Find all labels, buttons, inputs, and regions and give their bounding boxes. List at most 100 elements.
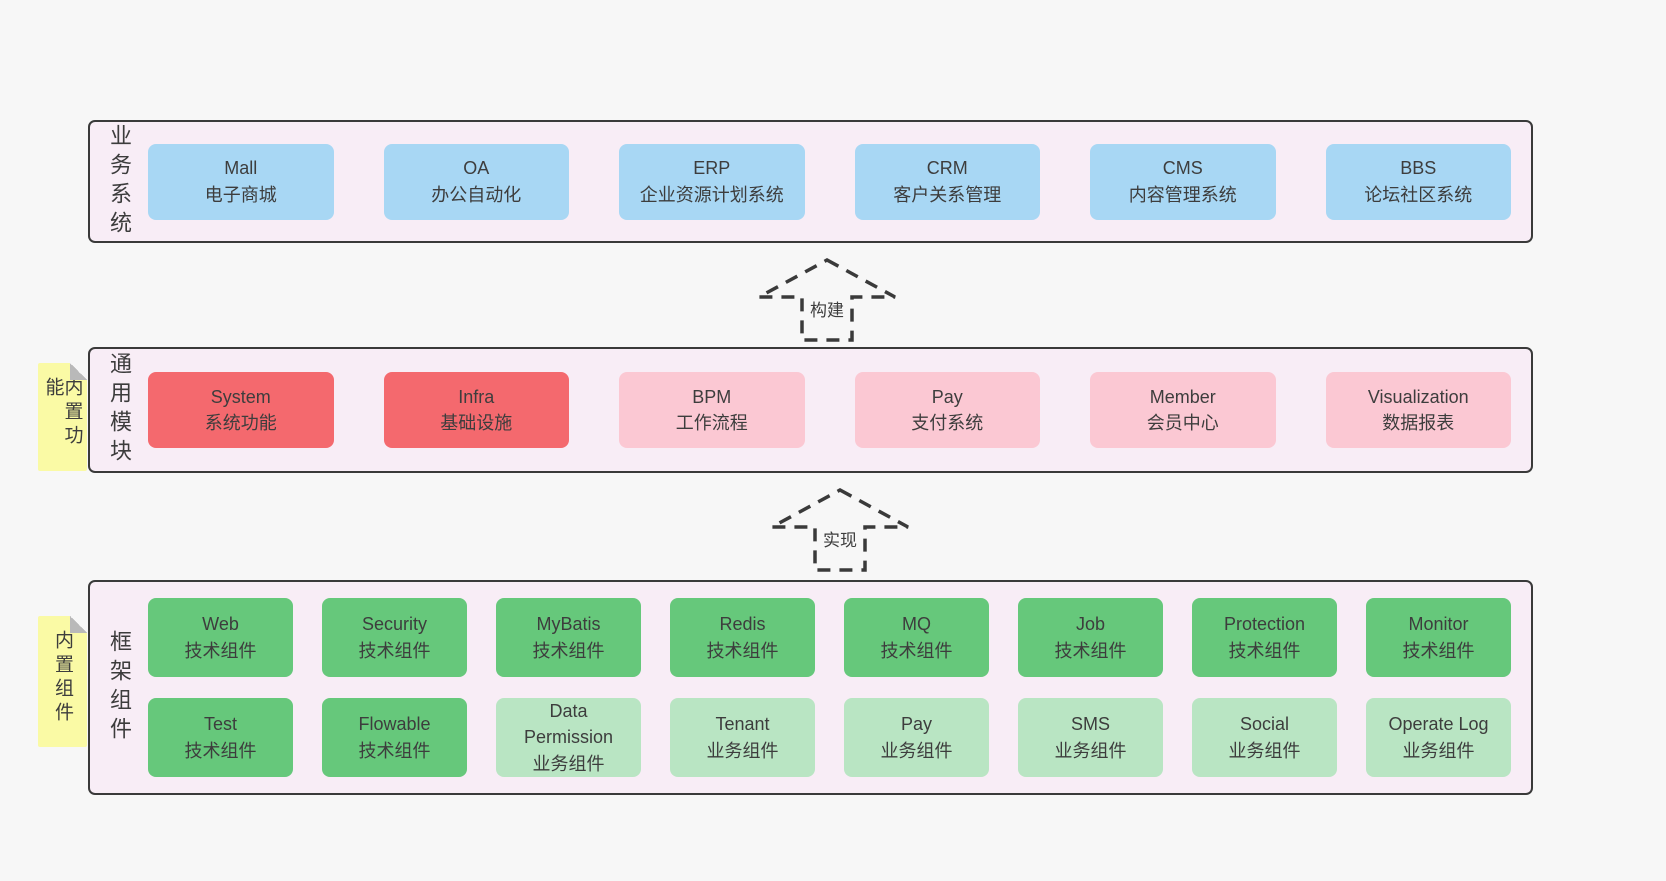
box-social-desc: 业务组件	[1228, 740, 1301, 761]
framework-row-2: Test 技术组件 Flowable 技术组件 Data Permission …	[148, 698, 1511, 777]
box-job: Job 技术组件	[1018, 598, 1163, 677]
box-pay-name: Pay	[931, 386, 963, 407]
layer-business-systems: 业务系统 Mall 电子商城 OA 办公自动化 ERP 企业资源计划系统 CRM…	[88, 120, 1533, 243]
box-security-desc: 技术组件	[358, 640, 431, 661]
box-flowable-desc: 技术组件	[358, 740, 431, 761]
box-security-name: Security	[361, 614, 428, 635]
box-operate-log: Operate Log 业务组件	[1366, 698, 1511, 777]
box-operate-log-desc: 业务组件	[1402, 740, 1475, 761]
box-system-name: System	[210, 386, 271, 407]
arrow-implement: 实现	[770, 487, 910, 573]
note-built-in-components: 内置组件	[38, 616, 87, 747]
dashed-up-arrow-icon	[771, 488, 909, 572]
common-modules-boxes: System 系统功能 Infra 基础设施 BPM 工作流程 Pay 支付系统…	[148, 349, 1531, 471]
box-cms-desc: 内容管理系统	[1128, 184, 1237, 205]
box-mq: MQ 技术组件	[844, 598, 989, 677]
box-tenant: Tenant 业务组件	[670, 698, 815, 777]
box-member-name: Member	[1149, 386, 1216, 407]
box-oa-name: OA	[463, 158, 490, 179]
box-job-desc: 技术组件	[1054, 640, 1127, 661]
framework-row-1: Web 技术组件 Security 技术组件 MyBatis 技术组件 Redi…	[148, 598, 1511, 677]
layer-label-wrap: 框架组件	[90, 582, 148, 793]
note-built-in-features-label: 内置功能	[42, 377, 83, 449]
layer-common-modules: 通用模块 System 系统功能 Infra 基础设施 BPM 工作流程 Pay…	[88, 347, 1533, 473]
layer-label-wrap: 业务系统	[90, 122, 148, 241]
note-built-in-components-label: 内置组件	[52, 630, 73, 726]
arrow-build: 构建	[757, 257, 897, 343]
box-visualization-desc: 数据报表	[1382, 413, 1455, 433]
box-visualization: Visualization 数据报表	[1325, 372, 1511, 448]
box-sms-name: SMS	[1070, 714, 1110, 735]
arrow-build-label: 构建	[807, 296, 847, 321]
box-crm-name: CRM	[926, 158, 968, 179]
box-bpm-name: BPM	[692, 386, 732, 407]
box-mybatis-name: MyBatis	[536, 614, 601, 635]
box-bbs-name: BBS	[1400, 158, 1437, 179]
box-oa: OA 办公自动化	[383, 143, 569, 220]
box-cms-name: CMS	[1162, 158, 1203, 179]
box-mq-desc: 技术组件	[880, 640, 953, 661]
box-web: Web 技术组件	[148, 598, 293, 677]
box-mall: Mall 电子商城	[148, 143, 334, 220]
box-protection-desc: 技术组件	[1228, 640, 1301, 661]
box-erp-name: ERP	[693, 158, 731, 179]
box-test-name: Test	[203, 714, 237, 735]
framework-components-rows: Web 技术组件 Security 技术组件 MyBatis 技术组件 Redi…	[148, 582, 1531, 793]
box-protection: Protection 技术组件	[1192, 598, 1337, 677]
layer-business-systems-label: 业务系统	[107, 123, 132, 240]
box-flowable: Flowable 技术组件	[322, 698, 467, 777]
box-test-desc: 技术组件	[184, 740, 257, 761]
dashed-up-arrow-icon	[758, 258, 896, 342]
box-pay-business-name: Pay	[900, 714, 933, 735]
box-pay: Pay 支付系统	[854, 372, 1040, 448]
layer-framework-components-label: 框架组件	[107, 629, 132, 746]
box-test: Test 技术组件	[148, 698, 293, 777]
box-pay-business: Pay 业务组件	[844, 698, 989, 777]
box-job-name: Job	[1075, 614, 1106, 635]
folded-corner-icon	[70, 616, 87, 633]
box-member-desc: 会员中心	[1146, 413, 1219, 433]
box-crm-desc: 客户关系管理	[893, 184, 1002, 205]
box-tenant-desc: 业务组件	[706, 740, 779, 761]
folded-corner-icon	[70, 363, 87, 380]
box-mall-desc: 电子商城	[204, 184, 277, 205]
box-data-permission: Data Permission 业务组件	[496, 698, 641, 777]
box-monitor-desc: 技术组件	[1402, 640, 1475, 661]
box-monitor: Monitor 技术组件	[1366, 598, 1511, 677]
box-data-permission-desc: 业务组件	[532, 753, 605, 774]
box-infra: Infra 基础设施	[383, 372, 569, 448]
box-tenant-name: Tenant	[715, 714, 770, 735]
box-redis: Redis 技术组件	[670, 598, 815, 677]
box-member: Member 会员中心	[1090, 372, 1276, 448]
box-protection-name: Protection	[1223, 614, 1306, 635]
note-built-in-features: 内置功能	[38, 363, 87, 471]
layer-common-modules-label: 通用模块	[107, 352, 132, 468]
box-pay-business-desc: 业务组件	[880, 740, 953, 761]
arrow-implement-label: 实现	[820, 526, 860, 551]
box-redis-desc: 技术组件	[706, 640, 779, 661]
box-sms-desc: 业务组件	[1054, 740, 1127, 761]
box-security: Security 技术组件	[322, 598, 467, 677]
box-mall-name: Mall	[224, 158, 258, 179]
box-infra-name: Infra	[458, 386, 495, 407]
box-system-desc: 系统功能	[204, 413, 277, 433]
box-erp: ERP 企业资源计划系统	[619, 143, 805, 220]
box-crm: CRM 客户关系管理	[854, 143, 1040, 220]
box-oa-desc: 办公自动化	[431, 184, 522, 205]
business-systems-boxes: Mall 电子商城 OA 办公自动化 ERP 企业资源计划系统 CRM 客户关系…	[148, 122, 1531, 241]
layer-label-wrap: 通用模块	[90, 349, 148, 471]
box-pay-desc: 支付系统	[911, 413, 984, 433]
box-mybatis-desc: 技术组件	[532, 640, 605, 661]
box-operate-log-name: Operate Log	[1388, 714, 1489, 735]
box-visualization-name: Visualization	[1367, 386, 1469, 407]
box-mq-name: MQ	[902, 614, 931, 635]
box-redis-name: Redis	[719, 614, 766, 635]
box-web-desc: 技术组件	[184, 640, 257, 661]
box-bbs: BBS 论坛社区系统	[1325, 143, 1511, 220]
box-web-name: Web	[202, 614, 239, 635]
box-system: System 系统功能	[148, 372, 334, 448]
box-bpm-desc: 工作流程	[675, 413, 748, 433]
box-mybatis: MyBatis 技术组件	[496, 598, 641, 677]
box-data-permission-name: Data Permission	[523, 701, 614, 748]
box-sms: SMS 业务组件	[1018, 698, 1163, 777]
